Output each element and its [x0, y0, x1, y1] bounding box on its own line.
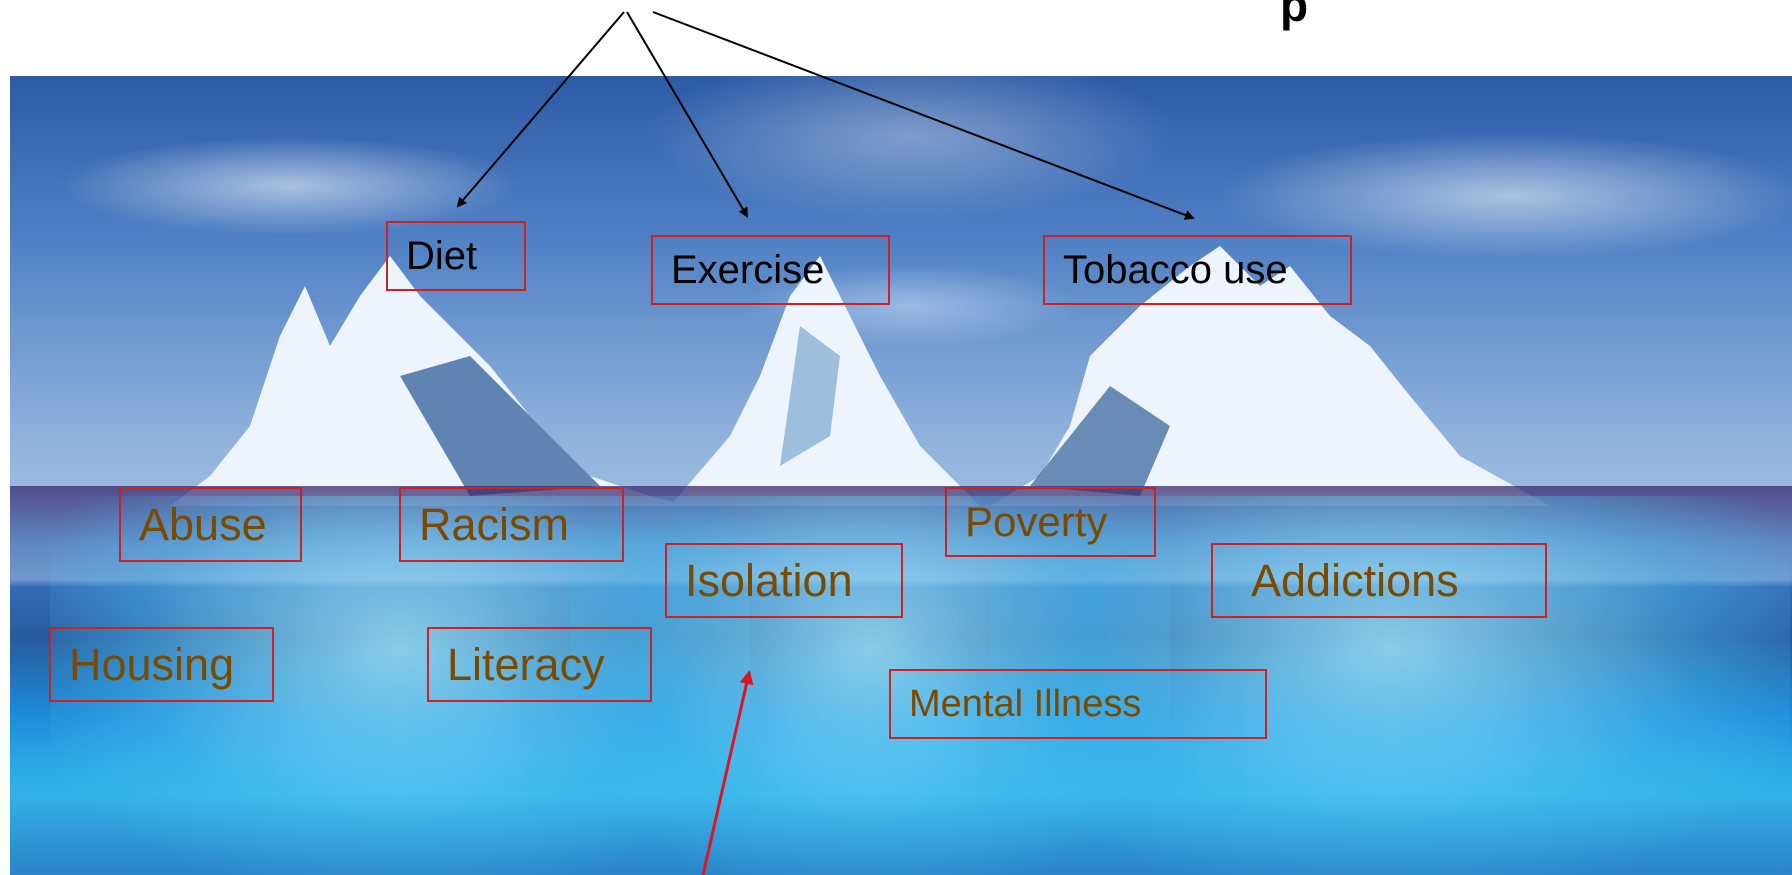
label-poverty-text: Poverty [965, 498, 1107, 546]
label-mental-illness-text: Mental Illness [909, 683, 1141, 726]
label-isolation-text: Isolation [685, 555, 853, 607]
label-exercise: Exercise [651, 235, 890, 305]
label-addictions: Addictions [1211, 543, 1547, 618]
top-strip [0, 0, 1792, 76]
label-addictions-text: Addictions [1251, 555, 1459, 607]
label-mental-illness: Mental Illness [889, 669, 1267, 739]
label-tobacco-use: Tobacco use [1043, 235, 1352, 305]
label-tobacco-use-text: Tobacco use [1063, 248, 1288, 293]
label-racism: Racism [399, 487, 624, 562]
label-diet: Diet [386, 221, 526, 291]
label-racism-text: Racism [419, 499, 569, 551]
label-abuse-text: Abuse [139, 499, 267, 551]
label-isolation: Isolation [665, 543, 903, 618]
label-exercise-text: Exercise [671, 248, 824, 293]
header-text-fragment: p [1280, 0, 1308, 32]
iceberg-scene [10, 76, 1792, 875]
label-literacy-text: Literacy [447, 639, 605, 691]
label-literacy: Literacy [427, 627, 652, 702]
label-housing-text: Housing [69, 639, 234, 691]
label-abuse: Abuse [119, 487, 302, 562]
label-diet-text: Diet [406, 234, 477, 279]
label-poverty: Poverty [945, 487, 1156, 557]
label-housing: Housing [49, 627, 274, 702]
